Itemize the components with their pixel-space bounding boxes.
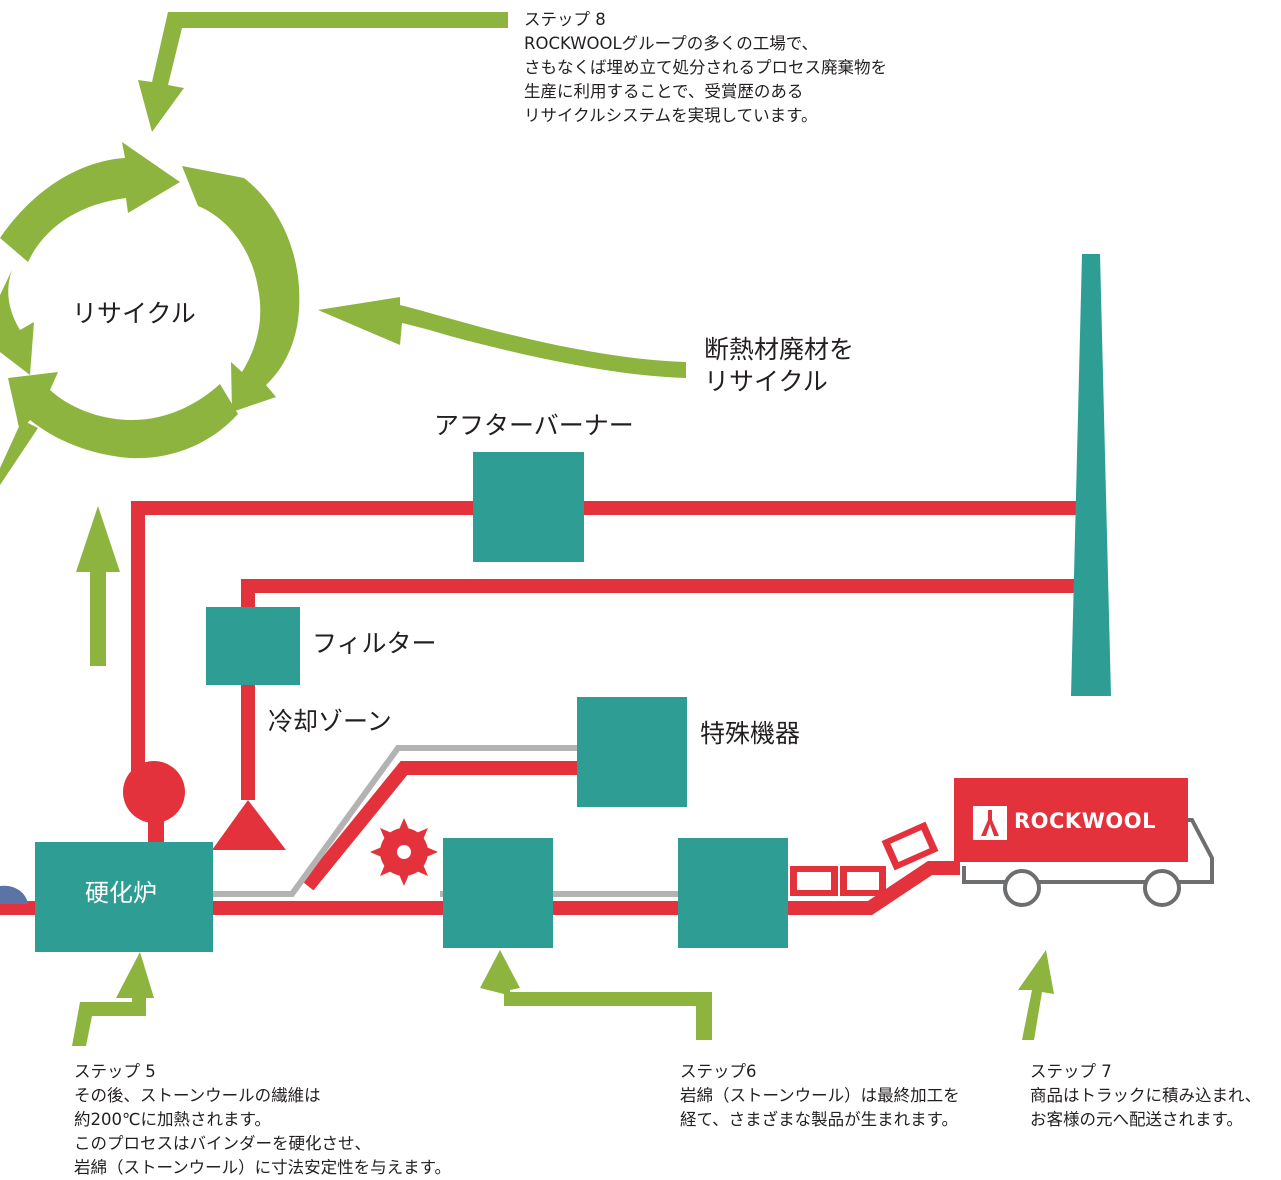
truck-icon xyxy=(954,778,1214,907)
step8-arrow xyxy=(138,12,508,132)
step7-title: ステップ 7 xyxy=(1030,1062,1112,1081)
special-equipment-duct xyxy=(302,761,580,891)
step8-line: ROCKWOOLグループの多くの工場で、 xyxy=(524,33,819,53)
step8-line: さもなくば埋め立て処分されるプロセス廃棄物を xyxy=(524,57,887,77)
recycle-arrow-top xyxy=(0,142,180,262)
chimney xyxy=(1071,254,1111,696)
recycle-arrows-icon xyxy=(0,12,1054,1046)
recycle-arrow-left xyxy=(0,270,34,375)
step7-arrow xyxy=(1018,950,1054,1040)
step8-caption: ステップ 8 ROCKWOOLグループの多くの工場で、 さもなくば埋め立て処分さ… xyxy=(524,8,887,128)
cooling-hood-icon xyxy=(212,800,286,850)
filter-label: フィルター xyxy=(312,629,437,658)
curing-oven-label: 硬化炉 xyxy=(85,879,157,907)
step5-title: ステップ 5 xyxy=(74,1062,156,1081)
process-lines xyxy=(0,501,1082,915)
main-line xyxy=(0,861,960,915)
step5-caption: ステップ 5 その後、ストーンウールの繊維は 約200℃に加熱されます。 このプ… xyxy=(74,1060,451,1180)
insulation-recycle-label-line1: 断熱材廃材を xyxy=(704,335,855,364)
insulation-recycle-arrow xyxy=(318,297,686,378)
step5-arrow xyxy=(72,952,154,1046)
step7-line: 商品はトラックに積み込まれ、 xyxy=(1030,1085,1262,1105)
special-equipment-label: 特殊機器 xyxy=(700,719,801,748)
step5-line: その後、ストーンウールの繊維は xyxy=(74,1085,321,1105)
step6-line: 経て、さまざまな製品が生まれます。 xyxy=(680,1109,959,1129)
upward-arrow xyxy=(76,506,120,666)
feed-cap-icon xyxy=(0,885,28,904)
insulation-recycle-label-line2: リサイクル xyxy=(704,367,828,396)
step5-line: 岩綿（ストーンウール）に寸法安定性を与えます。 xyxy=(74,1157,452,1177)
step6-caption: ステップ6 岩綿（ストーンウール）は最終加工を 経て、さまざまな製品が生まれます… xyxy=(680,1060,960,1132)
processing-box-1 xyxy=(443,838,553,948)
brand-logo-text: ROCKWOOL xyxy=(1014,809,1156,833)
left-arrow-fragment xyxy=(0,420,38,485)
step7-caption: ステップ 7 商品はトラックに積み込まれ、 お客様の元へ配送されます。 xyxy=(1030,1060,1261,1132)
recycle-arrow-right xyxy=(182,166,300,412)
equipment xyxy=(35,254,1111,952)
step8-line: 生産に利用することで、受賞歴のある xyxy=(524,81,804,101)
step6-arrow xyxy=(480,950,712,1040)
step7-line: お客様の元へ配送されます。 xyxy=(1030,1109,1243,1129)
afterburner-duct xyxy=(131,501,1082,790)
filter-box xyxy=(206,607,300,685)
rockwool-logo-icon xyxy=(973,806,1007,840)
recycle-arrow-bottom xyxy=(8,372,238,459)
step8-line: リサイクルシステムを実現しています。 xyxy=(524,105,818,125)
recycle-label: リサイクル xyxy=(72,299,196,328)
step5-line: 約200℃に加熱されます。 xyxy=(74,1109,271,1129)
step6-line: 岩綿（ストーンウール）は最終加工を xyxy=(680,1085,960,1105)
special-equipment-box xyxy=(577,697,687,807)
step6-title: ステップ6 xyxy=(680,1062,757,1081)
cooling-zone-label: 冷却ゾーン xyxy=(268,707,392,736)
tilted-package xyxy=(881,821,939,871)
curing-oven-box xyxy=(35,842,213,952)
filter-duct xyxy=(241,579,1082,800)
afterburner-label: アフターバーナー xyxy=(434,411,634,440)
processing-box-2 xyxy=(678,838,788,948)
fan-icon xyxy=(123,761,185,850)
step5-line: このプロセスはバインダーを硬化させ、 xyxy=(74,1133,371,1153)
afterburner-box xyxy=(473,452,584,562)
saw-blade-icon xyxy=(370,818,438,886)
step8-title: ステップ 8 xyxy=(524,10,606,29)
